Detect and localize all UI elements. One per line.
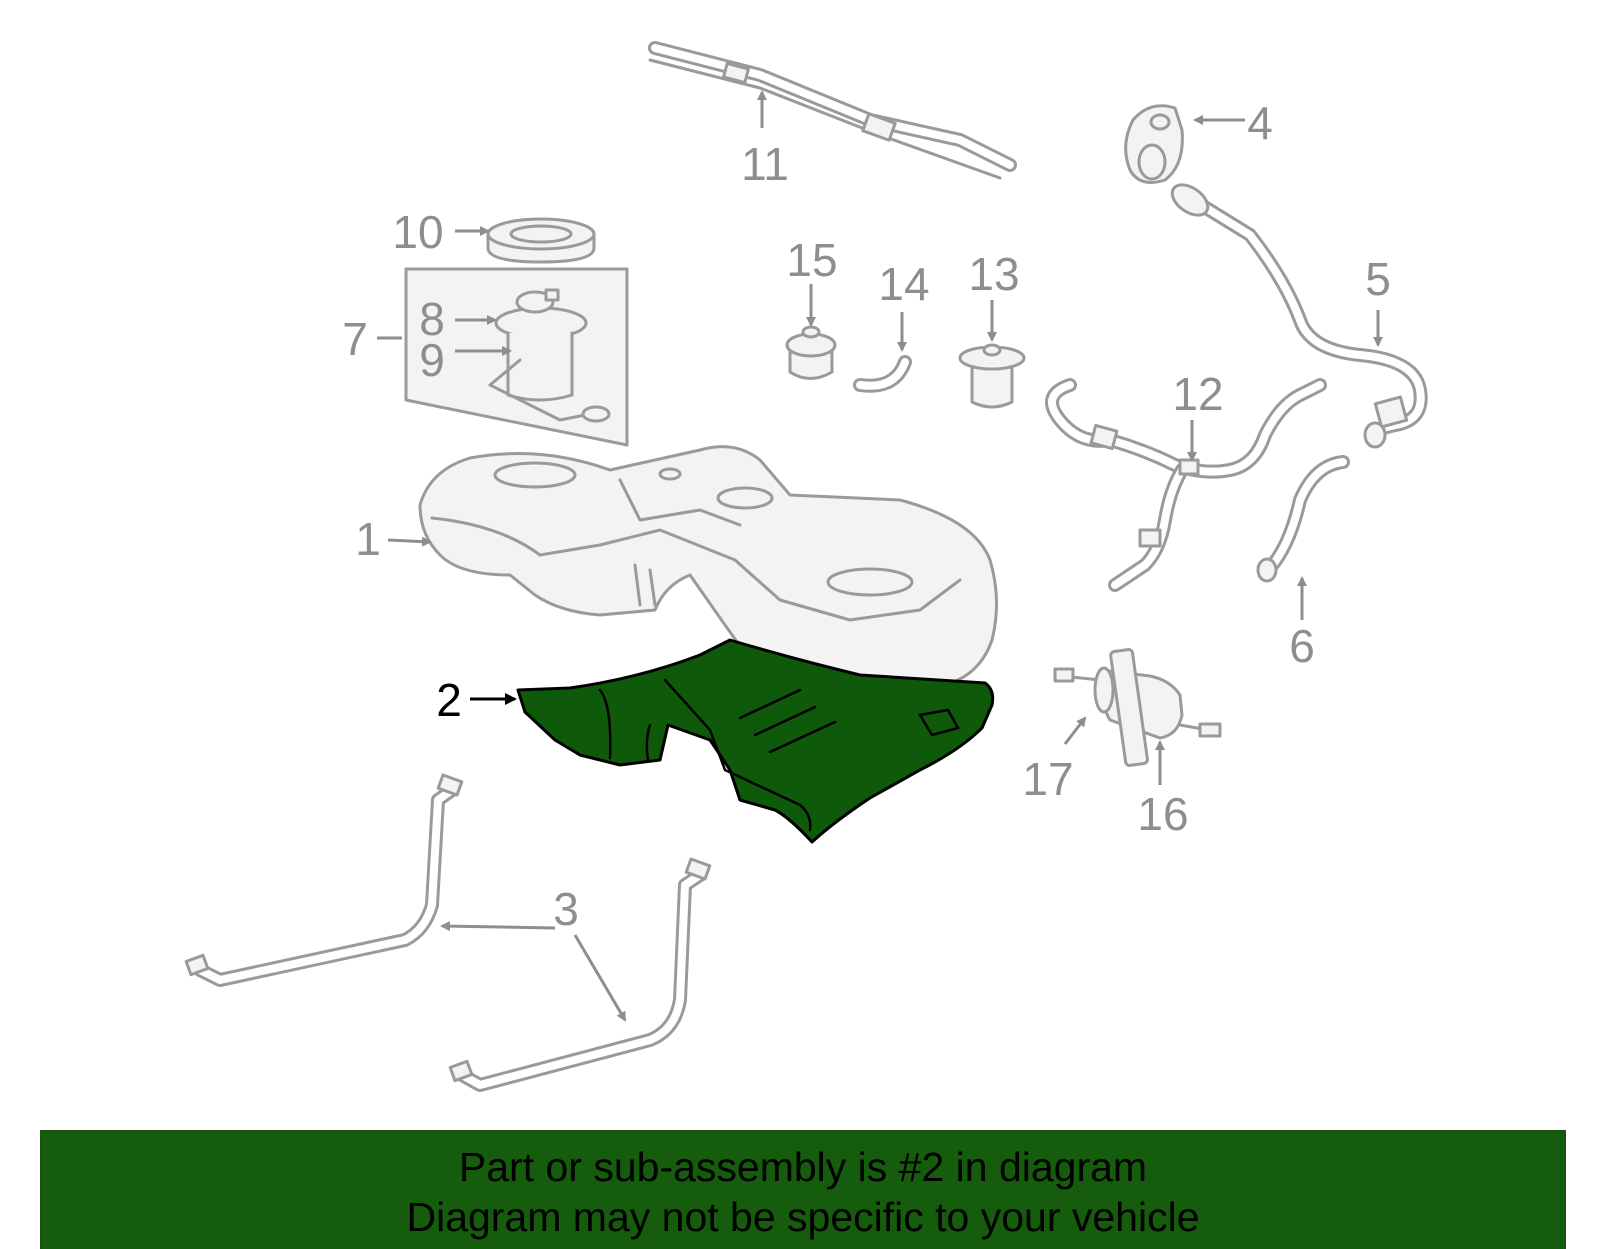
part-4-filler-housing: [1124, 104, 1184, 184]
part-5-filler-pipe: [1170, 183, 1428, 449]
part-12-vapor-hose: [1045, 378, 1327, 592]
callout-13: 13: [968, 248, 1019, 300]
part-10-seal-ring: [486, 217, 596, 264]
part-11-fuel-lines: [648, 41, 1017, 180]
banner-line-disclaimer: Diagram may not be specific to your vehi…: [406, 1194, 1200, 1240]
callout-11: 11: [741, 138, 789, 190]
part-15-valve: [785, 325, 837, 380]
part-1-fuel-tank: [418, 445, 998, 692]
callout-labels: 11 4 5 10 7 8 9 15 14 13 12 6 1 2 3 17 1…: [342, 97, 1391, 935]
callout-7: 7: [342, 313, 368, 365]
part-13-canister: [958, 343, 1026, 409]
callout-6: 6: [1289, 620, 1315, 672]
callout-12: 12: [1172, 368, 1223, 420]
callout-16: 16: [1137, 788, 1188, 840]
callout-5: 5: [1365, 253, 1391, 305]
info-banner: Part or sub-assembly is #2 in diagram Di…: [40, 1130, 1566, 1249]
callout-8: 8: [419, 293, 445, 345]
part-3-tank-straps: [184, 773, 712, 1092]
part-2-heat-shield: [516, 638, 995, 844]
part-16-fuel-filter: [1053, 648, 1222, 767]
callout-10: 10: [392, 206, 443, 258]
part-6-hose: [1256, 455, 1350, 583]
callout-14: 14: [878, 258, 929, 310]
callout-9: 9: [419, 334, 445, 386]
callout-4: 4: [1247, 97, 1273, 149]
callout-15: 15: [786, 234, 837, 286]
callout-3: 3: [553, 883, 579, 935]
callout-1: 1: [355, 513, 381, 565]
callout-2: 2: [436, 674, 462, 726]
leader-lines: [377, 90, 1383, 1022]
callout-17: 17: [1022, 753, 1073, 805]
part-14-hose: [853, 355, 912, 393]
banner-line-part: Part or sub-assembly is #2 in diagram: [458, 1144, 1148, 1190]
